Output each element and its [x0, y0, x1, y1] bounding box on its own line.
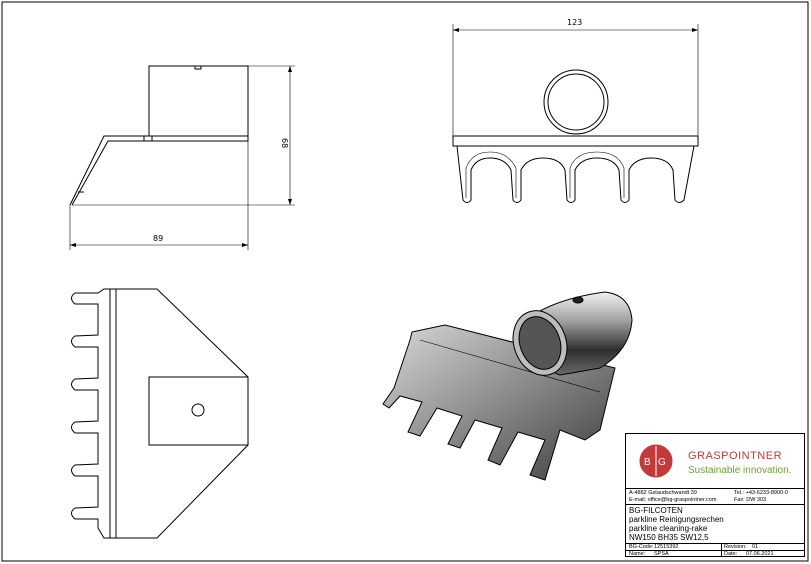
svg-text:B: B: [644, 457, 651, 468]
front-view: [452, 24, 699, 203]
product-spec: NW150 BH35 SW12,5: [629, 533, 709, 542]
revision-label: Revision:: [724, 544, 747, 550]
author-label: Name:: [629, 551, 646, 557]
product-name-de: parkline Reinigungsrechen: [629, 515, 724, 524]
top-view: [71, 288, 249, 539]
code-value: 12515392: [654, 544, 679, 550]
code-label: BG-Code:: [629, 544, 654, 550]
telephone: Tel.: +43-6233-8900-0: [734, 490, 788, 496]
address: A-4882 Gstaud­schwandt 39: [629, 490, 697, 496]
date-value: 07.06.2021: [746, 551, 774, 557]
logo-area: B G GRASPOINTNER Sustainable innovation.: [626, 434, 804, 489]
brand-tagline: Sustainable innovation.: [688, 465, 792, 476]
brand-name: GRASPOINTNER: [688, 450, 783, 462]
revision-value: 01: [752, 544, 759, 550]
svg-text:G: G: [658, 457, 666, 468]
side-view: [69, 65, 295, 250]
author-value: SPSA: [654, 551, 669, 557]
email: E-mail: office@bg-graspointner.com: [629, 497, 717, 503]
product-name-en: parkline cleaning-rake: [629, 524, 708, 533]
dimension-length: 89: [153, 234, 163, 243]
fax: Fax: DW 303: [734, 497, 767, 503]
product-line: BG-FILCOTEN: [629, 506, 683, 515]
dimension-height: 68: [280, 138, 289, 148]
date-label: Date:: [724, 551, 738, 557]
dimension-width: 123: [567, 18, 582, 27]
isometric-view: [382, 291, 633, 481]
title-block: B G GRASPOINTNER Sustainable innovation.…: [625, 433, 805, 557]
bg-logo: B G: [638, 443, 674, 479]
